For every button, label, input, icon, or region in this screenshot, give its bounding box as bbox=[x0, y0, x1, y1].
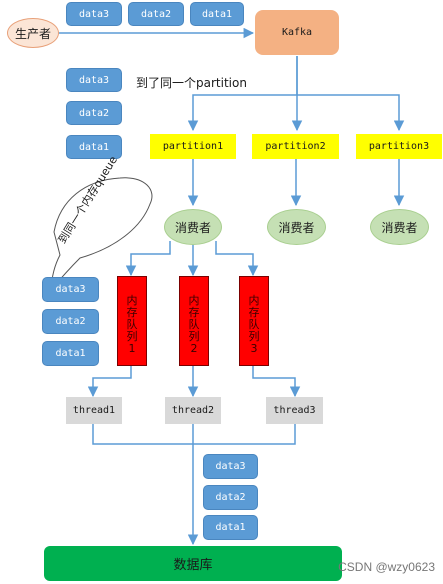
message-box: data1 bbox=[42, 341, 99, 366]
queue-char: 列 bbox=[188, 330, 200, 343]
queue-index: 2 bbox=[190, 342, 198, 355]
message-box: data1 bbox=[66, 135, 122, 159]
message-label: data2 bbox=[140, 8, 172, 20]
message-label: data3 bbox=[55, 284, 86, 295]
consumer-node: 消费者 bbox=[267, 209, 326, 245]
arrow-consumer-queue3 bbox=[215, 241, 259, 277]
consumer-label: 消费者 bbox=[278, 220, 315, 235]
message-label: data2 bbox=[78, 107, 110, 119]
arrow-threads-database bbox=[92, 424, 296, 445]
partition-label: partition2 bbox=[265, 141, 326, 152]
message-box: data2 bbox=[42, 309, 99, 334]
partition-label: partition3 bbox=[368, 141, 430, 152]
thread-label: thread2 bbox=[171, 405, 215, 416]
message-box: data2 bbox=[128, 2, 184, 26]
consumer-node: 消费者 bbox=[164, 209, 222, 245]
memory-queue: 内 存 队 列 3 bbox=[239, 276, 269, 366]
message-box: data3 bbox=[66, 2, 122, 26]
thread-node: thread1 bbox=[66, 397, 122, 424]
kafka-label: Kafka bbox=[281, 27, 313, 38]
queue-char: 队 bbox=[126, 318, 138, 331]
queue-char: 队 bbox=[248, 318, 260, 331]
thread-label: thread3 bbox=[273, 405, 316, 416]
partition-node: partition3 bbox=[356, 134, 442, 159]
arrow-consumer-queue1 bbox=[125, 241, 171, 277]
message-label: data2 bbox=[215, 492, 246, 503]
memory-queue: 内 存 队 列 2 bbox=[179, 276, 209, 366]
queue-char: 内 bbox=[248, 294, 260, 307]
watermark: CSDN @wzy0623 bbox=[338, 560, 435, 574]
partition-label: partition1 bbox=[162, 141, 224, 152]
message-box: data2 bbox=[66, 101, 122, 125]
queue-char: 队 bbox=[188, 318, 200, 331]
queue-index: 1 bbox=[128, 342, 136, 355]
speech-bubble bbox=[50, 177, 153, 292]
queue-char: 列 bbox=[126, 330, 138, 343]
queue-char: 存 bbox=[126, 306, 138, 319]
queue-char: 存 bbox=[188, 306, 200, 319]
message-label: data1 bbox=[215, 522, 246, 533]
message-label: data1 bbox=[55, 348, 86, 359]
message-label: data3 bbox=[215, 461, 246, 472]
partition-node: partition1 bbox=[150, 134, 236, 159]
thread-node: thread2 bbox=[165, 397, 221, 424]
message-label: data1 bbox=[201, 8, 233, 20]
arrow-kafka-partition3 bbox=[297, 94, 405, 132]
message-box: data3 bbox=[203, 454, 258, 479]
message-box: data2 bbox=[203, 485, 258, 510]
same-partition-note: 到了同一个partition bbox=[136, 76, 247, 90]
queue-char: 存 bbox=[248, 306, 260, 319]
message-label: data1 bbox=[78, 141, 110, 153]
message-box: data3 bbox=[42, 277, 99, 302]
kafka-node: Kafka bbox=[255, 10, 339, 55]
arrow-queue1-thread1 bbox=[87, 366, 132, 398]
memory-queue: 内 存 队 列 1 bbox=[117, 276, 147, 366]
consumer-label: 消费者 bbox=[174, 220, 211, 235]
message-label: data3 bbox=[78, 74, 110, 86]
producer-node: 生产者 bbox=[7, 18, 59, 48]
partition-node: partition2 bbox=[252, 134, 339, 159]
arrow-queue3-thread3 bbox=[252, 366, 301, 398]
message-label: data2 bbox=[55, 316, 86, 327]
consumer-label: 消费者 bbox=[381, 220, 418, 235]
thread-label: thread1 bbox=[72, 405, 116, 416]
arrow-kafka-partition1 bbox=[187, 56, 298, 132]
database-label: 数据库 bbox=[173, 558, 213, 573]
queue-char: 内 bbox=[126, 294, 138, 307]
queue-char: 内 bbox=[188, 294, 200, 307]
queue-index: 3 bbox=[250, 342, 258, 355]
queue-char: 列 bbox=[248, 330, 260, 343]
message-box: data1 bbox=[190, 2, 244, 26]
producer-label: 生产者 bbox=[14, 26, 51, 41]
thread-node: thread3 bbox=[266, 397, 323, 424]
consumer-node: 消费者 bbox=[370, 209, 429, 245]
message-label: data3 bbox=[78, 8, 110, 20]
database-node: 数据库 bbox=[44, 546, 342, 581]
message-box: data3 bbox=[66, 68, 122, 92]
message-box: data1 bbox=[203, 515, 258, 540]
